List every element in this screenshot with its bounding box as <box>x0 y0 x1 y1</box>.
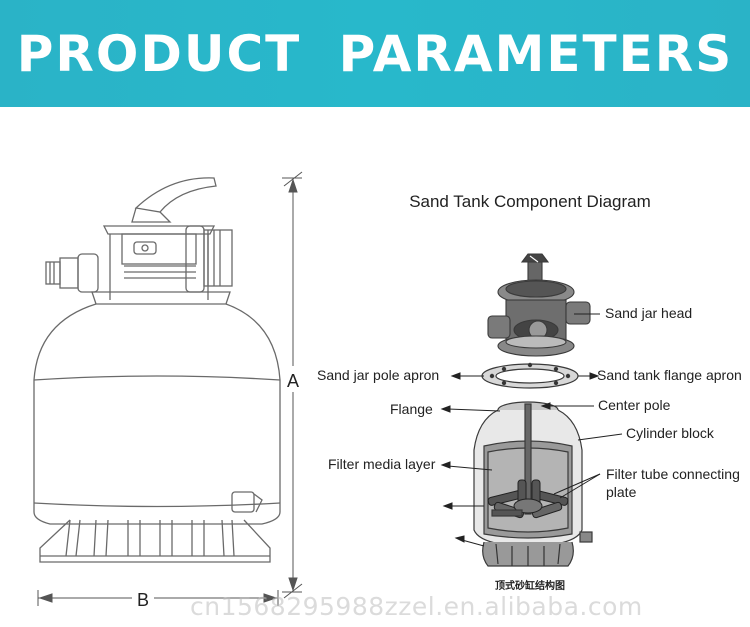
label-filter-tube-line-1: Filter tube connecting <box>606 466 740 482</box>
label-flange: Flange <box>390 401 433 417</box>
label-sand-jar-pole-apron: Sand jar pole apron <box>317 367 439 383</box>
diagram-title: Sand Tank Component Diagram <box>409 192 651 211</box>
label-center-pole: Center pole <box>598 397 671 413</box>
dimension-a-label: A <box>287 371 299 391</box>
banner-title: PRODUCT PARAMETERS <box>16 24 734 83</box>
label-filter-tube-line-2: plate <box>606 484 637 500</box>
cylinder-block-drawing <box>473 401 593 567</box>
header-banner: PRODUCT PARAMETERS <box>0 0 750 107</box>
label-sand-jar-head: Sand jar head <box>605 305 692 321</box>
leader-arrows <box>440 313 623 547</box>
label-sand-tank-flange-apron: Sand tank flange apron <box>597 367 742 383</box>
flange-ring-drawing <box>481 362 579 389</box>
diagram-canvas: A B Sand Tank Component Diagram <box>33 171 742 610</box>
diagram-caption: 顶式砂缸结构图 <box>495 579 565 592</box>
dimension-b-label: B <box>137 590 149 610</box>
label-filter-media-layer: Filter media layer <box>328 456 436 472</box>
sand-jar-head-drawing <box>487 253 591 357</box>
width-dimension-line <box>37 590 279 606</box>
sand-filter-line-drawing <box>33 177 281 563</box>
watermark-text: cn1568295988zzel.en.alibaba.com <box>190 592 643 621</box>
label-cylinder-block: Cylinder block <box>626 425 715 441</box>
